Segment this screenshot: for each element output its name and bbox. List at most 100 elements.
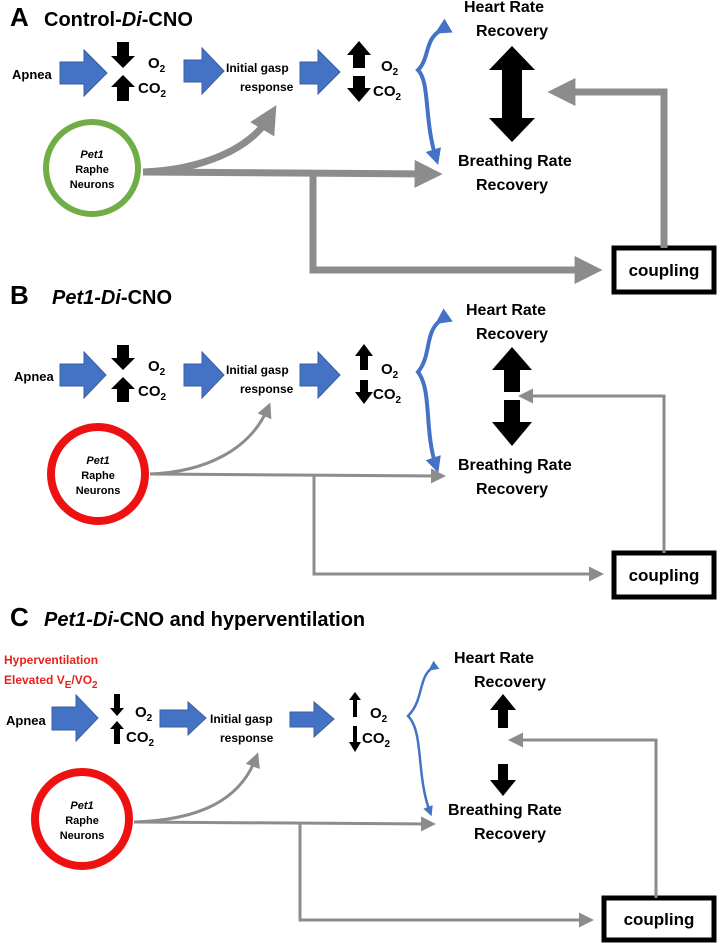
apnea-label: Apnea: [12, 67, 53, 82]
co2-label: CO2: [373, 386, 402, 406]
grey-arrow: [312, 476, 604, 582]
co2-label: CO2: [138, 383, 167, 403]
coupling-label: coupling: [629, 566, 700, 585]
o2-up-arrow: [347, 41, 371, 68]
grey-arrow: [149, 402, 272, 476]
coupling-box: [611, 550, 717, 600]
panel-b-letter: B: [10, 280, 29, 310]
grey-arrow: [309, 174, 603, 284]
o2-up-arrow: [355, 344, 373, 370]
hyperventilation-label: Hyperventilation: [4, 653, 98, 667]
gasp-label: Initial gasp: [210, 712, 273, 726]
raphe-label: Raphe: [65, 815, 99, 827]
o2-down-arrow: [110, 694, 124, 716]
grey-arrow: [142, 159, 443, 188]
gasp-label-2: response: [220, 731, 274, 745]
panel-c-letter: C: [10, 602, 29, 632]
hr-br-double-arrow: [489, 46, 535, 142]
pet1-neuron-circle: [43, 119, 141, 217]
neurons-label: Neurons: [60, 830, 105, 842]
co2-down-arrow: [349, 726, 361, 752]
gasp-label-2: response: [240, 80, 294, 94]
blue-arrow: [159, 700, 207, 737]
pet1-neuron-circle: [47, 423, 149, 525]
coupling-box: [601, 895, 717, 943]
co2-up-arrow: [111, 75, 135, 101]
o2-down-arrow: [111, 42, 135, 68]
br-label: Breathing Rate: [458, 153, 572, 170]
grey-arrow: [142, 105, 277, 176]
blue-brace: [415, 18, 453, 165]
co2-up-arrow: [111, 377, 135, 402]
o2-down-arrow: [111, 345, 135, 370]
pet1-label: Pet1: [80, 149, 103, 161]
o2-label: O2: [370, 705, 388, 725]
br-down-arrow: [492, 400, 532, 446]
neurons-label: Neurons: [76, 485, 121, 497]
co2-label: CO2: [126, 729, 155, 749]
blue-arrow: [59, 350, 107, 400]
blue-arrow: [299, 48, 341, 96]
gasp-label-2: response: [240, 382, 294, 396]
gasp-label: Initial gasp: [226, 363, 289, 377]
blue-arrow: [51, 693, 99, 743]
hr-label-2: Recovery: [474, 674, 546, 691]
co2-up-arrow: [110, 721, 124, 744]
coupling-label: coupling: [629, 261, 700, 280]
hr-label-2: Recovery: [476, 23, 548, 40]
panel-c: C Pet1-Di-CNO and hyperventilation Hyper…: [4, 602, 717, 943]
blue-arrow: [299, 350, 341, 400]
hr-label: Heart Rate: [464, 0, 544, 16]
panel-c-title: Pet1-Di-CNO and hyperventilation: [44, 609, 365, 631]
br-label-2: Recovery: [476, 177, 548, 194]
o2-label: O2: [381, 58, 399, 78]
br-label-2: Recovery: [476, 481, 548, 498]
coupling-box: [611, 245, 717, 295]
co2-down-arrow: [355, 380, 373, 404]
coupling-label: coupling: [624, 910, 695, 929]
raphe-label: Raphe: [75, 164, 109, 176]
pet1-label: Pet1: [70, 800, 93, 812]
hr-up-arrow: [492, 347, 532, 392]
grey-arrow: [508, 732, 658, 898]
grey-arrow: [149, 468, 446, 484]
co2-label: CO2: [138, 80, 167, 100]
neurons-label: Neurons: [70, 179, 115, 191]
br-label: Breathing Rate: [458, 457, 572, 474]
pet1-label: Pet1: [86, 455, 109, 467]
blue-arrow: [59, 48, 108, 98]
blue-arrow: [183, 46, 225, 96]
grey-arrow: [547, 78, 668, 248]
panel-a-title: Control-Di-CNO: [44, 9, 193, 31]
gasp-label: Initial gasp: [226, 61, 289, 75]
panel-b: B Pet1-Di-CNO Apnea O2 CO2 Initial gasp …: [10, 280, 717, 600]
grey-arrow: [298, 824, 594, 928]
apnea-label: Apnea: [14, 369, 55, 384]
co2-label: CO2: [373, 83, 402, 103]
co2-label: CO2: [362, 730, 391, 750]
hr-label: Heart Rate: [454, 650, 534, 667]
hr-up-arrow: [490, 694, 516, 728]
raphe-label: Raphe: [81, 470, 115, 482]
panel-b-title: Pet1-Di-CNO: [52, 287, 172, 309]
o2-label: O2: [148, 358, 166, 378]
blue-arrow: [183, 350, 225, 400]
hr-label: Heart Rate: [466, 302, 546, 319]
panel-a-letter: A: [10, 2, 29, 32]
o2-label: O2: [135, 704, 153, 724]
blue-arrow: [289, 700, 335, 739]
pet1-neuron-circle: [31, 768, 133, 870]
o2-label: O2: [148, 55, 166, 75]
br-label-2: Recovery: [474, 826, 546, 843]
apnea-label: Apnea: [6, 713, 47, 728]
hr-label-2: Recovery: [476, 326, 548, 343]
grey-arrow: [518, 388, 666, 553]
blue-brace: [406, 660, 440, 817]
elevated-ve-vo2-label: Elevated VE/VO2: [4, 673, 98, 691]
o2-up-arrow: [349, 692, 361, 717]
blue-brace: [415, 308, 453, 473]
br-down-arrow: [490, 764, 516, 796]
grey-arrow: [133, 816, 436, 832]
o2-label: O2: [381, 361, 399, 381]
panel-a: A Control-Di-CNO Apnea O2 CO2 Initial ga…: [10, 0, 717, 295]
